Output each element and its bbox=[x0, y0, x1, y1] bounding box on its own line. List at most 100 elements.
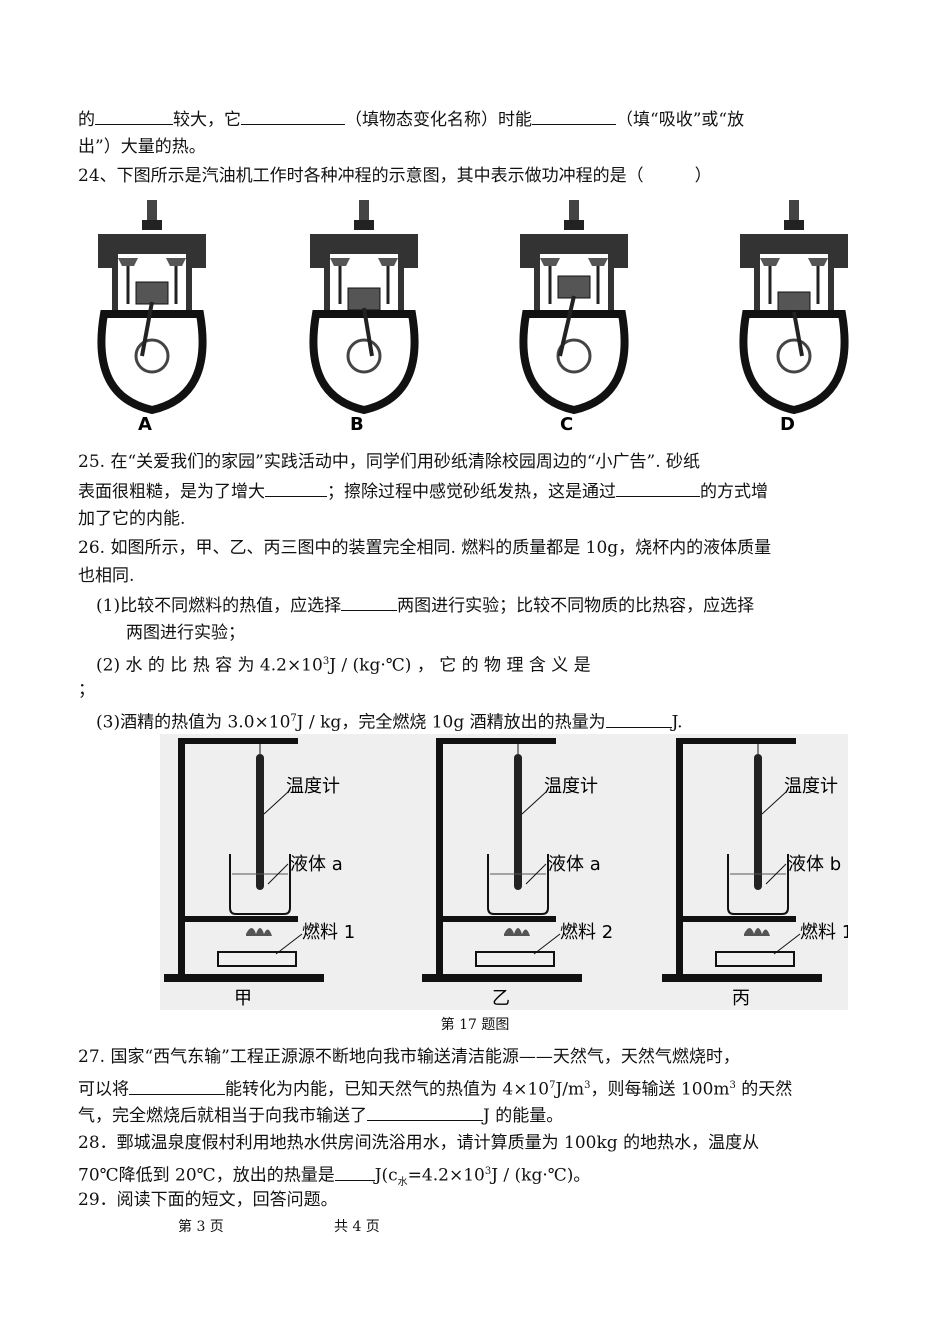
answer-blank[interactable] bbox=[616, 478, 700, 497]
text: (2) 水 的 比 热 容 为 4.2×10 bbox=[96, 655, 323, 676]
piston bbox=[135, 281, 169, 305]
text: 的天然 bbox=[735, 1079, 793, 1100]
valve-head bbox=[378, 258, 398, 266]
crankcase bbox=[309, 310, 419, 415]
answer-blank[interactable] bbox=[241, 106, 345, 125]
subscript: 水 bbox=[397, 1177, 408, 1189]
beaker bbox=[727, 854, 789, 915]
liquid-label: 液体 a bbox=[290, 854, 343, 875]
text: ；擦除过程中感觉砂纸发热，这是通过 bbox=[327, 482, 616, 502]
crank-wheel bbox=[134, 338, 170, 374]
ring-support bbox=[676, 916, 796, 922]
superscript: 3 bbox=[322, 656, 330, 667]
connecting-rod bbox=[792, 311, 804, 357]
crank-wheel bbox=[346, 338, 382, 374]
text: J / (kg·℃)。 bbox=[491, 1165, 591, 1186]
panel-name: 丙 bbox=[732, 988, 750, 1009]
stand-pole bbox=[676, 738, 683, 982]
option-label: A bbox=[138, 414, 152, 435]
liquid-label: 液体 b bbox=[788, 854, 841, 875]
text-line: 出”）大量的热。 bbox=[78, 137, 206, 157]
text: J 的能量。 bbox=[483, 1106, 564, 1126]
cylinder-wall bbox=[112, 254, 118, 316]
stand-pole bbox=[178, 738, 185, 982]
engine-diagram: D bbox=[739, 200, 849, 435]
connecting-rod bbox=[558, 295, 576, 357]
thermometer bbox=[514, 754, 522, 890]
connecting-rod bbox=[362, 307, 374, 357]
question-24: 24、下图所示是汽油机工作时各种冲程的示意图，其中表示做功冲程的是（ ） bbox=[78, 166, 712, 186]
text: J. bbox=[671, 712, 683, 733]
text: (1)比较不同燃料的热值，应选择 bbox=[96, 596, 342, 616]
engine-diagram: A bbox=[97, 200, 207, 435]
cylinder-head bbox=[520, 234, 628, 268]
panel-name: 乙 bbox=[492, 988, 510, 1009]
answer-blank[interactable] bbox=[334, 1162, 375, 1181]
spark-plug bbox=[789, 200, 799, 222]
fuel-burner bbox=[217, 951, 297, 967]
valve-head bbox=[330, 258, 350, 266]
text: ，则每输送 100m bbox=[590, 1079, 730, 1100]
text: （填“吸收”或“放 bbox=[616, 110, 745, 130]
answer-blank[interactable] bbox=[532, 106, 616, 125]
text-line: (1)比较不同燃料的热值，应选择 两图进行实验；比较不同物质的比热容，应选择 bbox=[96, 592, 754, 619]
valve-head bbox=[166, 258, 186, 266]
answer-blank[interactable] bbox=[341, 592, 398, 611]
leader-line bbox=[773, 933, 801, 955]
answer-blank[interactable] bbox=[129, 1076, 225, 1095]
crank-wheel bbox=[556, 338, 592, 374]
text: 气，完全燃烧后就相当于向我市输送了 bbox=[78, 1106, 367, 1126]
text: （填物态变化名称）时能 bbox=[345, 110, 532, 130]
valve-head bbox=[118, 258, 138, 266]
beaker bbox=[229, 854, 291, 915]
answer-blank[interactable] bbox=[605, 709, 672, 728]
figure-caption: 第 17 题图 bbox=[440, 1017, 510, 1033]
leader-line bbox=[275, 933, 303, 955]
text-line: ； bbox=[78, 680, 95, 700]
answer-blank[interactable] bbox=[265, 478, 327, 497]
answer-blank[interactable] bbox=[95, 106, 173, 125]
cylinder-wall bbox=[754, 254, 760, 316]
beaker bbox=[487, 854, 549, 915]
crankcase bbox=[739, 310, 849, 415]
valve-head bbox=[588, 258, 608, 266]
text: J/m bbox=[555, 1079, 585, 1100]
valve-head bbox=[808, 258, 828, 266]
ring-support bbox=[178, 916, 298, 922]
flame bbox=[744, 928, 770, 936]
text: 70℃降低到 20℃，放出的热量是 bbox=[78, 1165, 335, 1186]
panel-name: 甲 bbox=[234, 988, 252, 1009]
text: =4.2×10 bbox=[407, 1165, 485, 1186]
stand-arm bbox=[178, 738, 298, 744]
text-line: 可以将能转化为内能，已知天然气的热值为 4×107J/m3，则每输送 100m3… bbox=[78, 1073, 792, 1103]
text-line: 表面很粗糙，是为了增大；擦除过程中感觉砂纸发热，这是通过的方式增 bbox=[78, 478, 768, 505]
stand-pole bbox=[436, 738, 443, 982]
question-29: 29．阅读下面的短文，回答问题。 bbox=[78, 1190, 338, 1210]
spark-plug-base bbox=[142, 220, 162, 230]
text-line: 的较大，它（填物态变化名称）时能（填“吸收”或“放 bbox=[78, 106, 744, 133]
thermometer-label: 温度计 bbox=[544, 776, 598, 797]
spark-plug-base bbox=[564, 220, 584, 230]
ring-support bbox=[436, 916, 556, 922]
leader-line bbox=[267, 863, 289, 885]
leader-line bbox=[533, 933, 561, 955]
text: 的 bbox=[78, 110, 95, 130]
text: 能转化为内能，已知天然气的热值为 4×10 bbox=[225, 1079, 550, 1100]
answer-blank[interactable] bbox=[367, 1102, 483, 1121]
spark-plug bbox=[147, 200, 157, 222]
valve-head bbox=[540, 258, 560, 266]
text: 两图进行实验；比较不同物质的比热容，应选择 bbox=[397, 596, 755, 616]
fuel-burner bbox=[475, 951, 555, 967]
thermometer-label: 温度计 bbox=[784, 776, 838, 797]
text-line: 气，完全燃烧后就相当于向我市输送了 J 的能量。 bbox=[78, 1102, 563, 1129]
text-line: (2) 水 的 比 热 容 为 4.2×103J / (kg·℃) ， 它 的 … bbox=[96, 649, 820, 679]
spark-plug-base bbox=[354, 220, 374, 230]
thermometer bbox=[256, 754, 264, 890]
text-line: 加了它的内能. bbox=[78, 509, 186, 529]
leader-line bbox=[263, 791, 289, 815]
option-label: B bbox=[350, 414, 364, 435]
